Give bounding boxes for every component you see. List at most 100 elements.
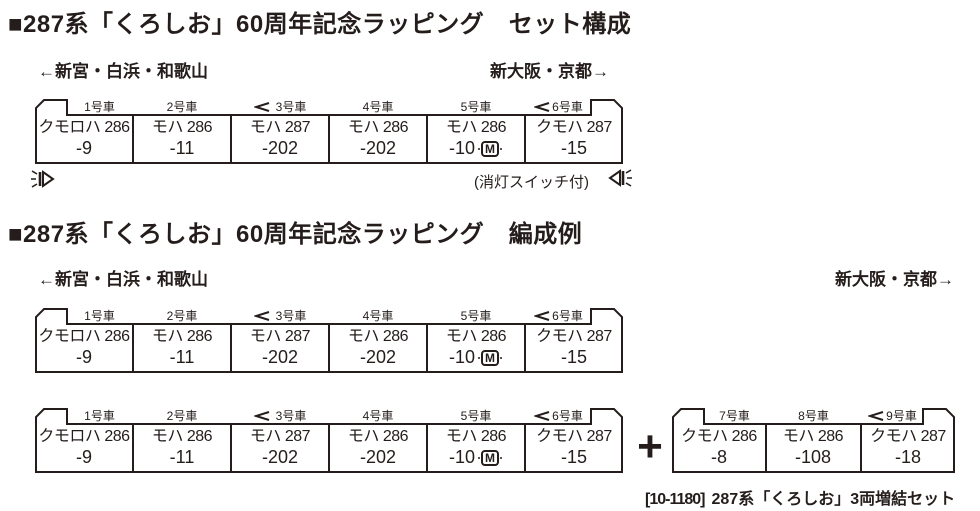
car-cell-1: 1号車 クモロハ 286 -9 (35, 407, 133, 473)
car-cell-1: 1号車 クモロハ 286 -9 (35, 307, 133, 373)
car-type: モハ 287 (249, 119, 311, 136)
car-label-text: 5号車 (460, 100, 492, 114)
car-serial: -202 (261, 347, 299, 367)
car-cell-6: 6号車 クモハ 287 -15 (525, 407, 623, 473)
car-serial: -11 (169, 138, 195, 158)
car-type: モハ 286 (151, 119, 213, 136)
car-type: モハ 286 (782, 428, 844, 445)
car-label-text: 6号車 (552, 309, 583, 323)
car-label-text: 1号車 (84, 100, 115, 114)
car-serial: -202 (359, 138, 397, 158)
main-consist-set-structure: 1号車 クモロハ 286 -9 2号車 モハ 286 -11 3号車 モハ 28… (35, 98, 623, 164)
car-label-text: 3号車 (275, 100, 307, 114)
addon-set-caption: [10-1180]287系「くろしお」3両増結セット (645, 485, 955, 509)
car-type: クモハ 287 (536, 428, 612, 445)
light-switch-note: (消灯スイッチ付) (474, 174, 589, 191)
car-label-text: 5号車 (460, 409, 492, 423)
car-label-text: 4号車 (362, 309, 394, 323)
car-type: モハ 286 (445, 119, 507, 136)
car-designation: クモロハ 286 -9 (37, 115, 131, 162)
car-number-label: 1号車 (35, 307, 133, 323)
car-number-label: 6号車 (525, 98, 623, 114)
direction-left-label-2: ←新宮・白浜・和歌山 (38, 270, 208, 289)
direction-left-label: ←新宮・白浜・和歌山 (38, 62, 208, 81)
car-designation: モハ 287 -202 (233, 424, 327, 471)
car-number-label: 3号車 (231, 307, 329, 323)
car-type: クモロハ 286 (38, 328, 130, 345)
car-label-text: 2号車 (166, 100, 198, 114)
car-serial: -9 (75, 347, 92, 367)
car-designation: モハ 286 -202 (331, 115, 425, 162)
car-serial: -11 (169, 447, 195, 467)
car-designation: モハ 286 -108 (768, 424, 858, 471)
car-cell-6: 6号車 クモハ 287 -15 (525, 307, 623, 373)
car-number-label: 3号車 (231, 407, 329, 423)
set-structure-title: ■287系「くろしお」60周年記念ラッピング セット構成 (8, 11, 632, 38)
car-label-text: 6号車 (552, 100, 583, 114)
car-number-label: 2号車 (133, 307, 231, 323)
motor-icon: M (477, 140, 503, 157)
car-label-text: 3号車 (275, 309, 307, 323)
car-number-label: 2号車 (133, 98, 231, 114)
car-designation: クモハ 287 -18 (863, 424, 953, 471)
car-designation: モハ 286 -202 (331, 324, 425, 371)
car-label-text: 2号車 (166, 309, 198, 323)
car-designation: モハ 287 -202 (233, 324, 327, 371)
headlight-icon-left (31, 170, 55, 188)
car-label-text: 5号車 (460, 309, 492, 323)
pantograph-icon (253, 411, 269, 421)
consist-outline (35, 308, 623, 373)
car-type: クモハ 287 (870, 428, 946, 445)
car-designation: モハ 287 -202 (233, 115, 327, 162)
car-label-text: 9号車 (886, 409, 917, 423)
pantograph-icon (534, 102, 550, 112)
car-designation: モハ 286 -11 (135, 424, 229, 471)
car-serial: -9 (75, 447, 92, 467)
car-serial: -11 (169, 347, 195, 367)
car-number-label: 2号車 (133, 407, 231, 423)
pantograph-icon (253, 102, 269, 112)
direction-right-label: 新大阪・京都→ (490, 62, 609, 81)
car-serial: -9 (75, 138, 92, 158)
car-type: モハ 287 (249, 328, 311, 345)
car-type: モハ 286 (151, 328, 213, 345)
car-serial: -202 (261, 138, 299, 158)
car-label-text: 3号車 (275, 409, 307, 423)
car-designation: クモハ 286 -8 (674, 424, 764, 471)
car-label-text: 7号車 (719, 409, 750, 423)
car-serial: -202 (359, 447, 397, 467)
car-designation: クモハ 287 -15 (527, 324, 621, 371)
car-number-label: 1号車 (35, 98, 133, 114)
car-number-label: 9号車 (861, 407, 955, 423)
consist-outline (672, 408, 955, 473)
car-type: クモハ 287 (536, 119, 612, 136)
car-cell-4: 4号車 モハ 286 -202 (329, 98, 427, 164)
car-cell-1: 1号車 クモロハ 286 -9 (35, 98, 133, 164)
car-cell-2: 2号車 モハ 286 -11 (133, 407, 231, 473)
car-number-label: 3号車 (231, 98, 329, 114)
car-type: モハ 286 (347, 119, 409, 136)
car-cell-3: 3号車 モハ 287 -202 (231, 307, 329, 373)
car-number-label: 5号車 (427, 98, 525, 114)
car-serial: -202 (261, 447, 299, 467)
car-label-text: 1号車 (84, 309, 115, 323)
car-type: クモロハ 286 (38, 119, 130, 136)
car-number-label: 4号車 (329, 307, 427, 323)
car-label-text: 2号車 (166, 409, 198, 423)
car-designation: クモハ 287 -15 (527, 424, 621, 471)
car-cell-2: 2号車 モハ 286 -11 (133, 307, 231, 373)
car-cell-4: 4号車 モハ 286 -202 (329, 307, 427, 373)
consist-outline (35, 408, 623, 473)
main-consist-example-row2: 1号車 クモロハ 286 -9 2号車 モハ 286 -11 3号車 モハ 28… (35, 407, 623, 473)
headlight-icon-right (608, 169, 632, 187)
car-cell-4: 4号車 モハ 286 -202 (329, 407, 427, 473)
car-label-text: 4号車 (362, 409, 394, 423)
car-label-text: 1号車 (84, 409, 115, 423)
